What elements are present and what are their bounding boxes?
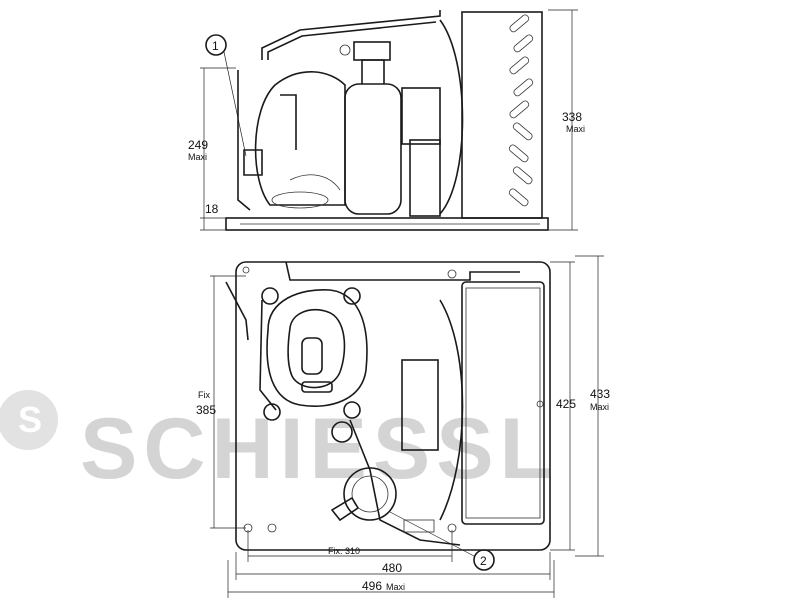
dim-433-value: 433 xyxy=(590,387,610,401)
top-receiver xyxy=(343,467,397,521)
top-receiver-inner xyxy=(351,475,389,513)
side-left-fitting xyxy=(243,149,263,176)
top-fan-motor xyxy=(401,359,439,451)
dim-249-note: Maxi xyxy=(188,152,207,162)
top-condenser-inner xyxy=(465,287,541,519)
callout-1-leader xyxy=(223,51,247,157)
side-loop-pipe xyxy=(280,94,297,150)
watermark: S SCHIESSL xyxy=(0,390,558,497)
side-base-plate xyxy=(225,217,549,231)
top-label-plate xyxy=(403,519,435,533)
dim-249-value: 249 xyxy=(188,138,208,152)
side-left-pipe xyxy=(237,70,251,211)
top-compressor-slot xyxy=(301,381,333,393)
side-compressor xyxy=(254,71,346,206)
side-valve xyxy=(353,41,391,61)
top-grommet-1 xyxy=(343,287,361,305)
dim-385-value: 385 xyxy=(196,403,216,417)
top-compressor xyxy=(266,289,368,407)
top-rear-pipe xyxy=(285,261,520,281)
watermark-logo-icon xyxy=(0,390,58,450)
side-fan-blade xyxy=(439,19,464,215)
watermark-logo-glyph: S xyxy=(18,399,42,440)
callout-1-label: 1 xyxy=(212,39,219,53)
callout-2-leader xyxy=(389,511,475,557)
top-service-port xyxy=(331,421,353,443)
side-compressor-detail xyxy=(289,174,341,191)
side-valve-knob xyxy=(339,44,351,56)
watermark-text: SCHIESSL xyxy=(80,401,558,497)
top-view: Fix 385 425 433 Maxi Fix. 310 480 496 Ma… xyxy=(196,255,610,598)
dim-338-note: Maxi xyxy=(566,124,585,134)
side-condenser-slots xyxy=(508,14,534,207)
top-compressor-inner xyxy=(287,308,346,389)
side-top-pipe-inner xyxy=(267,21,437,60)
callout-2-label: 2 xyxy=(480,554,487,568)
dim-fix310-value: Fix. 310 xyxy=(328,546,360,556)
callout-2-circle xyxy=(473,549,495,571)
dim-fix-label: Fix xyxy=(198,390,210,400)
dim-433-note: Maxi xyxy=(590,402,609,412)
side-top-pipe xyxy=(261,10,441,60)
top-condenser xyxy=(461,281,545,525)
dim-496-value: 496 xyxy=(362,579,382,593)
top-valve xyxy=(330,496,360,522)
side-receiver-neck xyxy=(361,59,385,84)
top-compressor-terminal xyxy=(301,337,323,375)
top-grommet-3 xyxy=(343,401,361,419)
top-left-loop xyxy=(259,299,277,411)
dim-18-value: 18 xyxy=(205,202,219,216)
side-fan-support xyxy=(409,139,441,217)
top-base-plate xyxy=(235,261,551,551)
side-fan-motor xyxy=(401,87,441,145)
side-compressor-foot xyxy=(271,191,329,209)
dim-338-value: 338 xyxy=(562,110,582,124)
top-grommet-2 xyxy=(261,287,279,305)
callout-1-circle xyxy=(205,34,227,56)
top-front-pipe xyxy=(349,419,461,546)
side-condenser xyxy=(461,11,543,219)
dim-496-note: Maxi xyxy=(386,582,405,592)
dim-425-value: 425 xyxy=(556,397,576,411)
dim-480-value: 480 xyxy=(382,561,402,575)
top-left-pipe xyxy=(225,281,249,341)
side-receiver-tank xyxy=(344,83,402,215)
side-view: 338 Maxi 249 Maxi 18 1 xyxy=(188,9,585,231)
